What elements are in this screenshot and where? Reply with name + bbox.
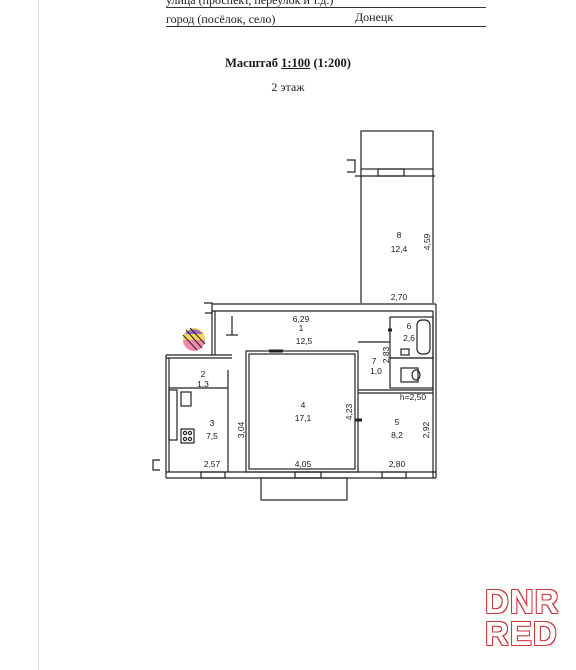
wall-stub	[347, 159, 356, 173]
street-label: улица (проспект, переулок и т.д.)	[166, 0, 334, 7]
room-4-area: 17,1	[295, 413, 312, 423]
dim-corridor-width: 6,29	[293, 314, 310, 324]
room-6-area: 2,6	[403, 333, 415, 343]
dim-room-4-width: 4,05	[295, 459, 312, 469]
room-4-inner	[248, 353, 356, 470]
dim-room-8-width: 2,70	[391, 292, 408, 302]
window	[381, 471, 407, 479]
burner	[187, 430, 193, 436]
floor-label: 2 этаж	[271, 80, 305, 94]
dim-room-5-length: 2,92	[421, 421, 431, 438]
room-4-walls	[245, 350, 359, 473]
room-5-number: 5	[395, 417, 400, 427]
room-6-number: 6	[407, 321, 412, 331]
burner	[182, 430, 188, 436]
stove	[180, 428, 195, 444]
entrance-mark	[182, 327, 206, 351]
window	[377, 168, 405, 177]
watermark-line-2: RED	[485, 615, 558, 652]
window	[294, 471, 322, 479]
street-underline	[166, 7, 486, 8]
room-7-area: 1,0	[370, 366, 382, 376]
wall-stub	[152, 459, 160, 471]
kitchen-sink	[180, 391, 192, 407]
room-4-number: 4	[301, 400, 306, 410]
bathtub	[416, 319, 431, 355]
dim-room-8-length: 4,59	[422, 233, 432, 250]
dim-wet-length: 2,83	[381, 346, 391, 363]
room-3-area: 7,5	[206, 431, 218, 441]
burner	[187, 436, 193, 442]
room-5-area: 8,2	[391, 430, 403, 440]
room-2-area: 1,3	[197, 379, 209, 389]
room-7-walls	[389, 357, 434, 389]
city-underline	[166, 26, 486, 27]
scale-prefix: Масштаб	[225, 56, 279, 70]
dim-ceiling-height: h=2,50	[400, 392, 427, 402]
room-7-number: 7	[372, 356, 377, 366]
watermark-line-1: DNR	[485, 583, 560, 620]
balcony-top	[360, 130, 434, 170]
room-8-area: 12,4	[391, 244, 408, 254]
dim-kitchen-length: 3,04	[236, 421, 246, 438]
page-edge	[38, 0, 39, 670]
room-3-number: 3	[210, 418, 215, 428]
room-1-area: 12,5	[296, 336, 313, 346]
dim-room-5-width: 2,80	[389, 459, 406, 469]
balcony-bottom	[260, 477, 348, 501]
wall-stub	[204, 302, 213, 314]
kitchen-counter	[168, 389, 178, 441]
toilet-tank	[400, 367, 419, 383]
city-value: Донецк	[355, 10, 394, 24]
room-2-number: 2	[201, 369, 206, 379]
watermark-logo: DNR RED	[485, 583, 560, 652]
window	[200, 471, 226, 479]
toilet-bowl	[411, 369, 421, 381]
scale-title: Масштаб 1:100 (1:200)	[0, 56, 576, 71]
scale-alt: (1:200)	[313, 56, 351, 70]
dim-room-4-length: 4,23	[344, 403, 354, 420]
city-label: город (посёлок, село)	[166, 12, 276, 26]
dim-kitchen-width: 2,57	[204, 459, 221, 469]
sink	[400, 348, 410, 356]
room-8-number: 8	[397, 230, 402, 240]
room-1-number: 1	[299, 323, 304, 333]
scale-main: 1:100	[281, 56, 311, 70]
burner	[182, 436, 188, 442]
